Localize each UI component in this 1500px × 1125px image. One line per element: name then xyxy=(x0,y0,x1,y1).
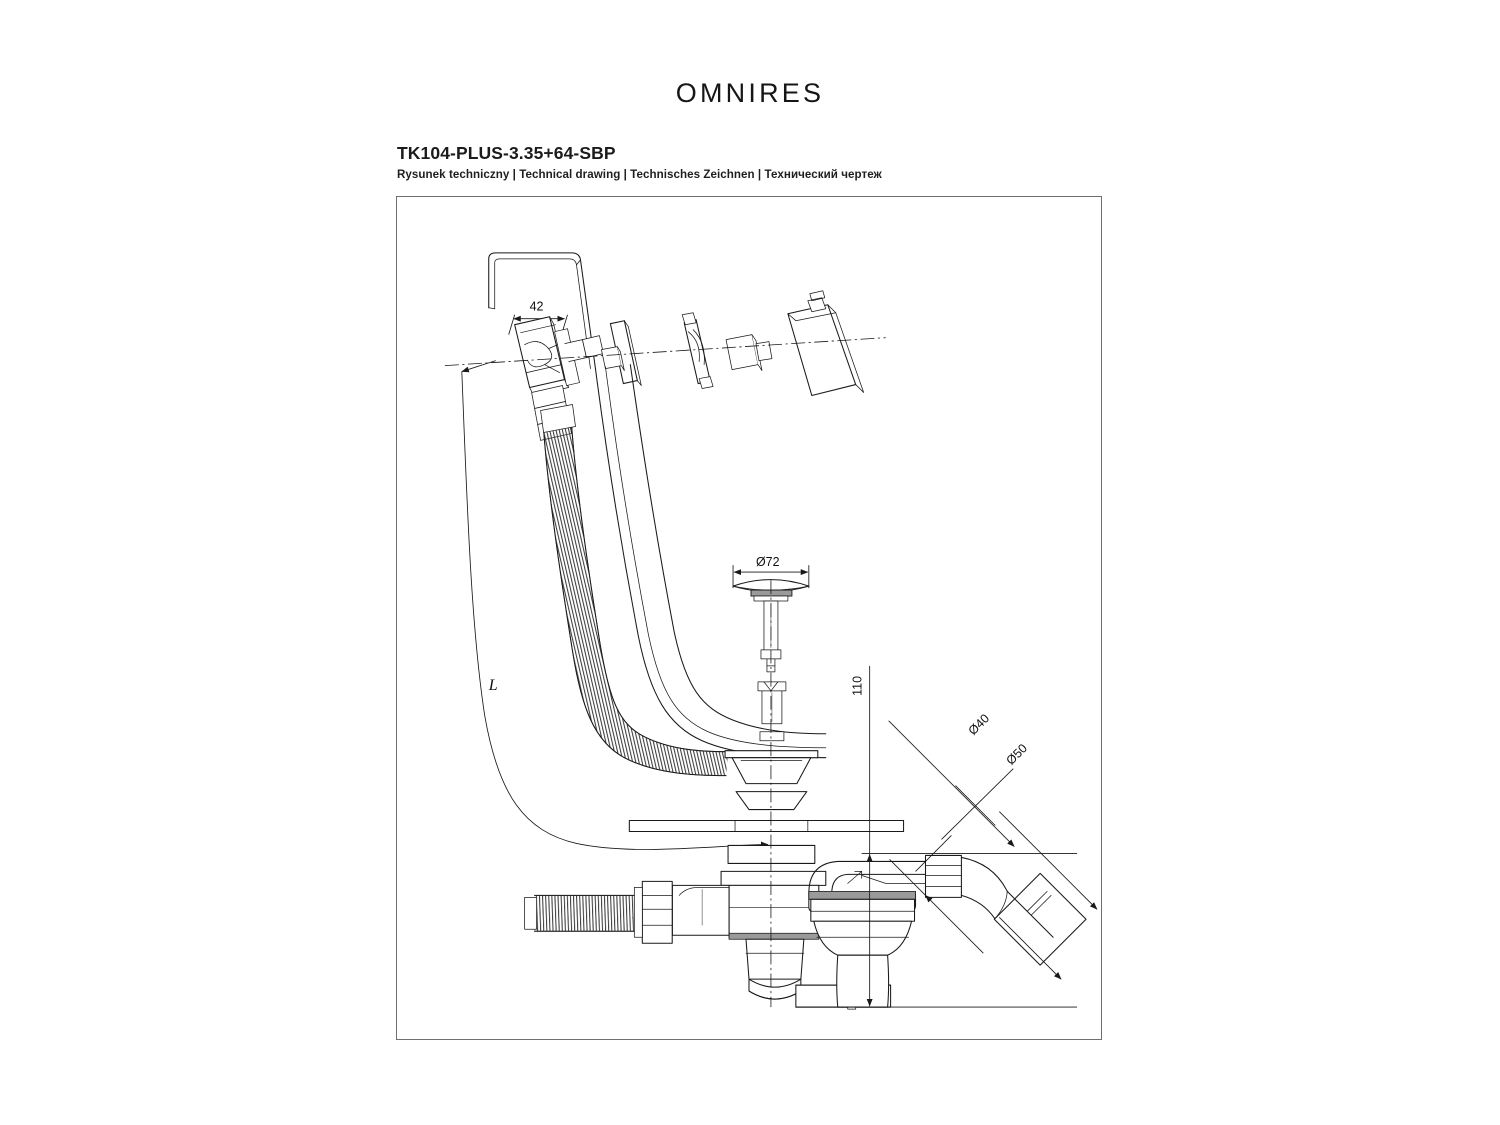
technical-drawing-svg: 42 xyxy=(444,252,1098,1010)
trap-union-nut xyxy=(924,854,1008,920)
dimension-L: L xyxy=(461,360,769,850)
outlet-elbow xyxy=(993,872,1087,966)
overflow-knob-shaft xyxy=(725,334,773,371)
dimension-d40-label: Ø40 xyxy=(966,711,993,738)
dimension-110-label: 110 xyxy=(851,676,865,696)
overflow-control-knob xyxy=(787,290,865,397)
flexible-corrugated-hose xyxy=(540,404,729,777)
dimension-d40: Ø40 xyxy=(888,711,1015,872)
hose-tail-connector xyxy=(524,894,635,932)
dimension-d40-lower xyxy=(889,859,1062,980)
waste-flange-plate xyxy=(628,819,905,833)
overflow-centerline xyxy=(444,337,886,366)
dimension-d72: Ø72 xyxy=(732,555,810,589)
drawing-frame: 42 xyxy=(396,196,1102,1040)
dimension-110: 110 xyxy=(851,665,1078,1008)
siphon-trap-bowl xyxy=(808,860,927,1008)
drain-outlet-tube xyxy=(745,938,805,1000)
brand-wordmark: OMNIRES xyxy=(675,78,825,108)
dimension-d72-label: Ø72 xyxy=(756,555,780,569)
dimension-L-label: L xyxy=(488,677,498,694)
overflow-threaded-spud xyxy=(554,328,604,386)
product-sku: TK104-PLUS-3.35+64-SBP xyxy=(397,143,616,163)
waste-strainer-body xyxy=(724,750,819,811)
overflow-connector-nut xyxy=(601,346,625,371)
dimension-d50-label: Ø50 xyxy=(1003,741,1030,768)
overflow-clip-plate xyxy=(681,312,714,389)
waste-spring-bushing xyxy=(757,681,787,742)
waste-flange-gasket xyxy=(727,844,816,864)
overflow-guide-tube xyxy=(594,364,827,759)
drawing-subtitle: Rysunek techniczny | Technical drawing |… xyxy=(397,168,882,181)
drain-body-tee xyxy=(633,870,827,944)
dimension-42-label: 42 xyxy=(530,300,544,314)
